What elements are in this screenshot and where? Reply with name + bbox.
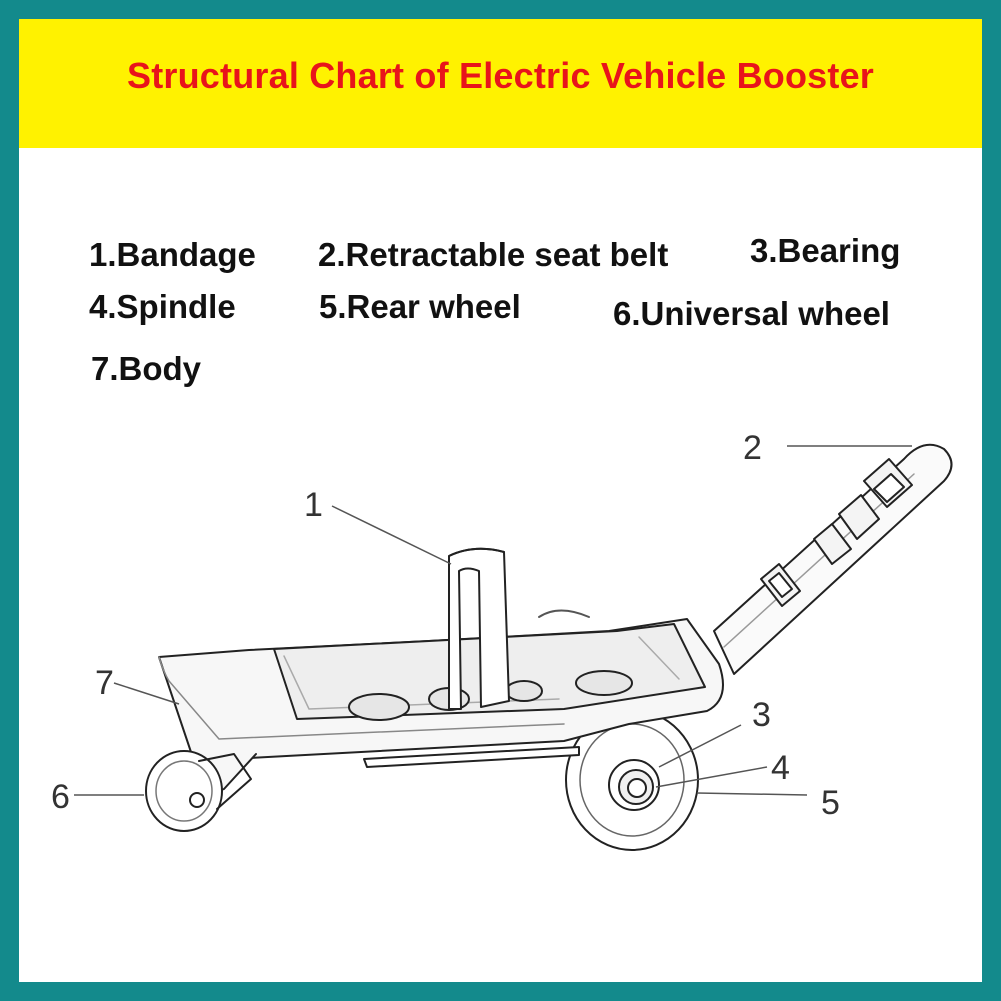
- callout-6: 6: [51, 778, 70, 816]
- seat-belt-strap: [713, 443, 953, 675]
- legend-item-bearing: 3.Bearing: [750, 232, 901, 269]
- legend-item-universal-wheel: 6.Universal wheel: [613, 295, 890, 332]
- legend-item-rear-wheel: 5.Rear wheel: [319, 288, 521, 325]
- callout-5: 5: [821, 784, 840, 822]
- spindle: [627, 778, 647, 798]
- callout-3: 3: [752, 696, 771, 734]
- callout-2: 2: [743, 429, 762, 467]
- vehicle-body: [158, 618, 724, 768]
- callout-7: 7: [95, 664, 114, 702]
- callout-1: 1: [304, 486, 323, 524]
- universal-wheel: [145, 750, 257, 832]
- legend-item-retractable-seat-belt: 2.Retractable seat belt: [318, 236, 669, 273]
- bandage-strap: [448, 547, 590, 710]
- legend-item-body: 7.Body: [91, 350, 202, 387]
- image-frame: Structural Chart of Electric Vehicle Boo…: [19, 19, 982, 982]
- callout-leaders: [74, 445, 912, 796]
- page-title: Structural Chart of Electric Vehicle Boo…: [126, 54, 874, 96]
- booster-diagram: 1 2 3 4 5 6 7: [51, 429, 953, 851]
- title-banner: Structural Chart of Electric Vehicle Boo…: [19, 19, 982, 148]
- callout-4: 4: [771, 749, 790, 787]
- legend-item-spindle: 4.Spindle: [89, 288, 236, 325]
- legend-item-bandage: 1.Bandage: [89, 236, 256, 273]
- rear-wheel: [565, 709, 699, 851]
